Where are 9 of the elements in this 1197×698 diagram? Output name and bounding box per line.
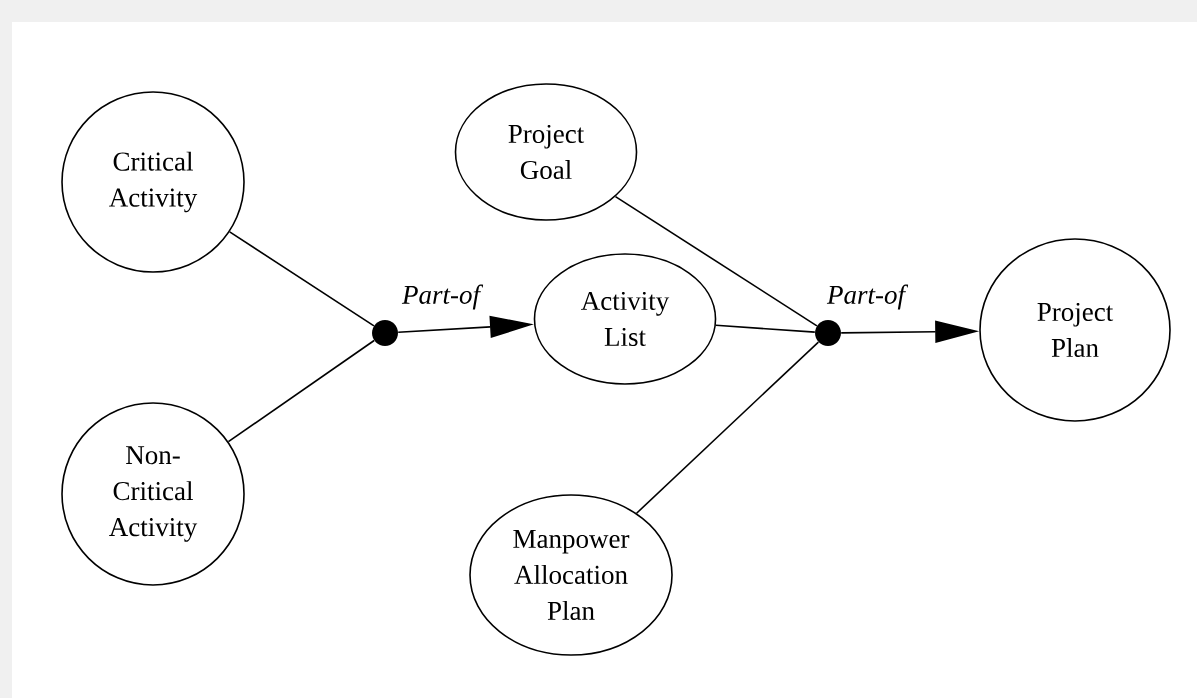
edge-label: Part-of xyxy=(401,283,484,311)
connector-line xyxy=(228,231,375,327)
connector-line xyxy=(635,341,820,514)
junction-dot xyxy=(815,320,841,346)
junction-dot xyxy=(372,320,398,346)
connector-line xyxy=(227,339,375,443)
connector-line xyxy=(715,324,816,333)
edge-label: Part-of xyxy=(826,283,909,311)
connector-line xyxy=(614,195,818,327)
